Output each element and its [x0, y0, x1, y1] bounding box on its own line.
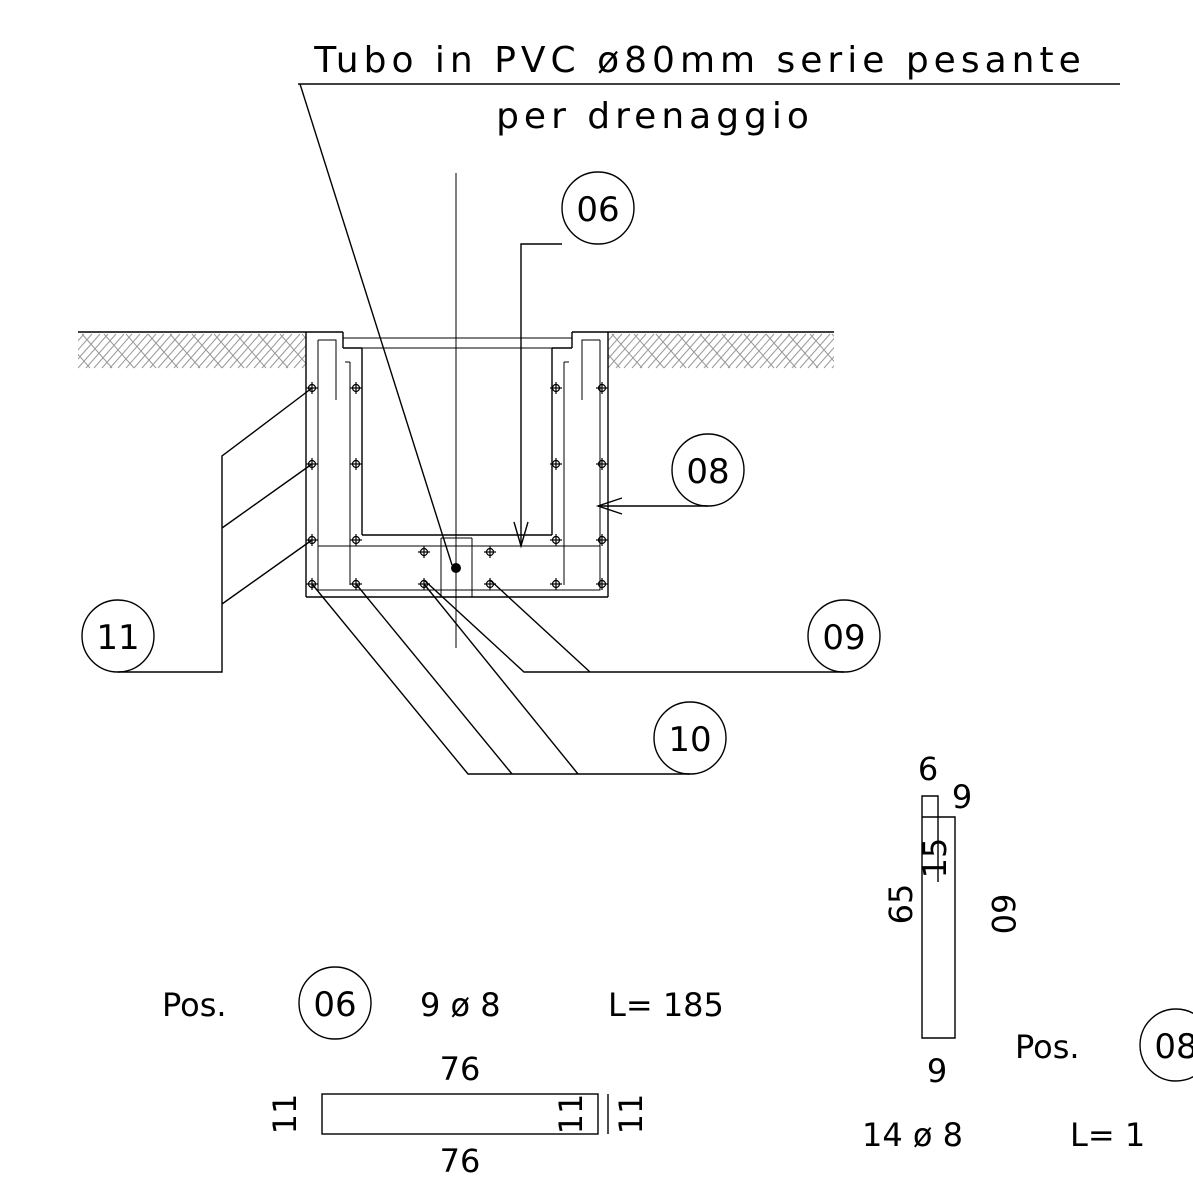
schedule-08-dim-inner: 15: [916, 838, 954, 879]
rebar-pos-08: [345, 361, 569, 585]
svg-text:08: 08: [686, 452, 729, 492]
title-line-1: Tubo in PVC ø80mm serie pesante: [313, 40, 1085, 81]
schedule-06-length: L= 185: [608, 986, 724, 1024]
schedule-06-left-hook: 11: [266, 1094, 304, 1135]
schedule-pos-06: Pos. 06 9 ø 8 L= 185 76 76 11 11 11: [162, 966, 724, 1180]
schedule-08-dim-bottom: 9: [927, 1052, 947, 1090]
svg-text:06: 06: [576, 190, 619, 230]
tag-09: 09: [423, 579, 881, 673]
tag-11: 11: [81, 387, 313, 673]
schedule-06-prefix: Pos.: [162, 986, 227, 1024]
tag-08: 08: [595, 433, 745, 515]
schedule-06-tag: 06: [313, 985, 356, 1025]
schedule-06-inner-hook: 11: [552, 1094, 590, 1135]
schedule-06-spec: 9 ø 8: [420, 986, 501, 1024]
schedule-pos-08: 6 9 15 65 60 9 Pos. 08 14 ø 8 L= 1: [862, 750, 1193, 1154]
schedule-06-top-dim: 76: [440, 1050, 481, 1088]
schedule-08-dim-right: 60: [984, 894, 1022, 935]
schedule-08-dim-top-right: 9: [952, 778, 972, 816]
pipe-leader-line: [299, 83, 453, 566]
schedule-08-dim-top: 6: [918, 750, 938, 788]
schedule-06-bottom-dim: 76: [440, 1142, 481, 1180]
schedule-08-spec: 14 ø 8: [862, 1116, 963, 1154]
rebar-pos-06: [317, 339, 601, 591]
rebar-dot: [483, 545, 497, 559]
rebar-dot: [349, 533, 363, 547]
svg-text:11: 11: [96, 618, 139, 658]
rebar-dot: [417, 545, 431, 559]
ground-surface: [78, 331, 834, 369]
rebar-dot: [549, 533, 563, 547]
rebar-dot: [595, 381, 609, 395]
schedule-08-tag: 08: [1154, 1027, 1193, 1067]
rebar-dot: [595, 577, 609, 591]
tag-10: 10: [311, 583, 727, 775]
rebar-dot: [595, 533, 609, 547]
rebar-dot: [549, 577, 563, 591]
tag-06: 06: [513, 171, 635, 549]
schedule-06-right-hook: 11: [612, 1094, 650, 1135]
svg-text:10: 10: [668, 720, 711, 760]
rebar-dot: [349, 381, 363, 395]
schedule-08-prefix: Pos.: [1015, 1028, 1080, 1066]
schedule-08-length: L= 1: [1070, 1116, 1145, 1154]
schedule-08-dim-left: 65: [882, 884, 920, 925]
rebar-dot: [349, 457, 363, 471]
rebar-section-dots: [305, 381, 609, 591]
svg-text:09: 09: [822, 618, 865, 658]
rebar-dot: [595, 457, 609, 471]
title-line-2: per drenaggio: [496, 96, 814, 137]
